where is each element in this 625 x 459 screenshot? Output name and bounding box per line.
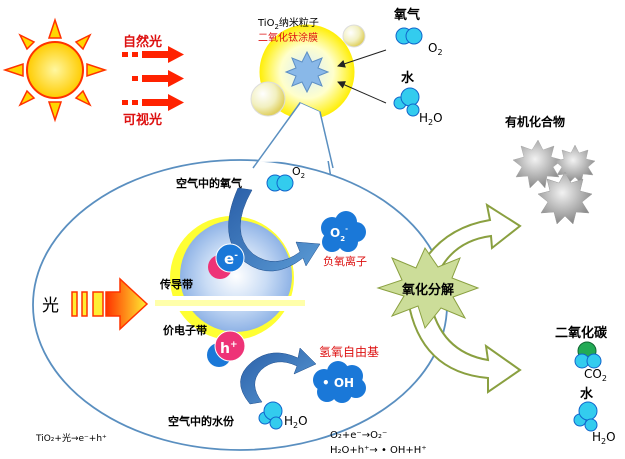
natural-light-label: 自然光 xyxy=(123,34,162,50)
oxygen-pointer-arrow xyxy=(337,49,387,68)
superoxide-symbol: O2- xyxy=(330,225,348,243)
tio2-particle xyxy=(250,23,366,121)
electron-transfer-arrow xyxy=(228,187,321,272)
air-water-molecule-icon xyxy=(258,401,283,430)
superoxide-ion-icon xyxy=(321,211,366,252)
water-formula: H2O xyxy=(419,111,443,127)
air-oxygen-molecule-icon xyxy=(266,174,294,192)
light-label: 光 xyxy=(42,296,59,316)
hole-icon xyxy=(207,330,246,367)
hydroxyl-radical-icon xyxy=(313,361,366,403)
electron-symbol: e- xyxy=(224,250,238,268)
tio2-band-particle xyxy=(155,216,305,340)
decompose-lower-arrow xyxy=(406,299,522,394)
electron-icon xyxy=(208,243,245,279)
hole-symbol: h+ xyxy=(220,340,238,357)
conduction-band-label: 传导带 xyxy=(159,277,193,291)
water-molecule-icon xyxy=(393,87,420,117)
oxygen-label: 氧气 xyxy=(393,7,420,23)
organic-label: 有机化合物 xyxy=(505,114,565,129)
sun-icon xyxy=(2,17,108,123)
water-label: 水 xyxy=(401,70,415,86)
hydroxyl-label: 氢氧自由基 xyxy=(319,344,379,359)
particle-subtitle: 二氧化钛涂膜 xyxy=(258,31,318,44)
organic-compound-icon xyxy=(512,139,596,225)
equation-hydroxyl: H₂O+h⁺→ • OH+H⁺ xyxy=(330,445,427,456)
valence-band-label: 价电子带 xyxy=(163,323,207,337)
equation-superoxide: O₂+e⁻→O₂⁻ xyxy=(330,430,387,441)
product-water-molecule-icon xyxy=(573,401,598,432)
tio2-crystal-icon xyxy=(284,50,330,94)
air-oxygen-formula: O2 xyxy=(292,165,305,180)
oxygen-molecule-icon xyxy=(395,27,423,45)
superoxide-label: 负氧离子 xyxy=(323,254,367,268)
light-arrow xyxy=(71,277,149,331)
water-pointer-arrow xyxy=(337,81,387,104)
air-oxygen-label: 空气中的氧气 xyxy=(176,176,242,190)
product-water-formula: H2O xyxy=(592,430,616,446)
air-water-formula: H2O xyxy=(284,414,308,430)
co2-label: 二氧化碳 xyxy=(555,325,608,341)
decompose-label: 氧化分解 xyxy=(401,282,454,298)
particle-title: TiO2纳米粒子 xyxy=(257,16,319,31)
hydroxyl-symbol: • OH xyxy=(322,376,354,390)
decompose-burst-icon xyxy=(376,246,480,330)
equation-photoexcitation: TiO₂+光→e⁻+h⁺ xyxy=(35,432,107,444)
co2-molecule-icon xyxy=(574,341,602,369)
sunlight-arrows xyxy=(122,46,184,111)
co2-formula: CO2 xyxy=(584,367,607,383)
oxygen-formula: O2 xyxy=(428,41,443,57)
hole-transfer-arrow xyxy=(240,347,317,405)
product-water-label: 水 xyxy=(580,386,594,402)
visible-light-label: 可视光 xyxy=(123,112,162,128)
air-water-label: 空气中的水份 xyxy=(168,414,235,428)
